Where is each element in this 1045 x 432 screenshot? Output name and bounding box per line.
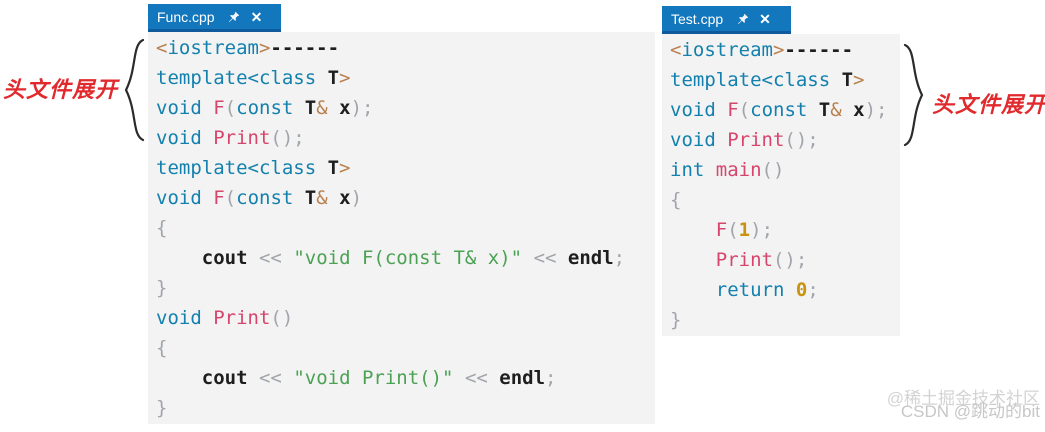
left-curly-brace [116,37,148,143]
code-line: template<class T> [156,67,351,89]
code-line: { [156,217,168,239]
annotation-header-expand-right: 头文件展开 [932,92,1045,118]
pin-icon[interactable] [736,12,749,25]
code-line: { [156,337,168,359]
code-line: return 0; [715,279,819,301]
pin-icon[interactable] [228,10,241,23]
code-line: cout << "void F(const T& x)" << endl; [201,247,626,269]
code-line: } [670,309,682,331]
close-icon[interactable]: ✕ [759,10,771,27]
code-line: <iostream>------ [156,37,340,59]
annotation-header-expand-left: 头文件展开 [3,77,119,103]
watermark-juejin: @稀土掘金技术社区 [886,389,1040,408]
code-line: cout << "void Print()" << endl; [201,367,557,389]
code-line: void F(const T& x); [156,97,374,119]
watermark-csdn: CSDN @跳动的bit [900,402,1040,421]
code-line: Print(); [715,249,808,271]
code-line: { [670,189,682,211]
code-line: void Print() [156,307,294,329]
right-curly-brace [901,42,931,148]
code-line: void Print(); [670,129,819,151]
code-line: void F(const T& x) [156,187,363,209]
code-editor-test-cpp[interactable]: <iostream>------ template<class T> void F(… [662,34,900,336]
code-line: void F(const T& x); [670,99,888,121]
code-line: void Print(); [156,127,305,149]
code-line: template<class T> [156,157,351,179]
code-line: <iostream>------ [670,39,854,61]
code-line: } [156,397,168,419]
tab-test-cpp[interactable]: Test.cpp ✕ [662,6,791,34]
tab-func-label: Func.cpp [157,8,215,25]
code-editor-func-cpp[interactable]: <iostream>------ template<class T> void F(… [148,32,655,424]
code-line: int main() [670,159,785,181]
code-line: template<class T> [670,69,865,91]
code-line: } [156,277,168,299]
tab-test-label: Test.cpp [671,10,724,27]
tab-func-cpp[interactable]: Func.cpp ✕ [148,4,281,32]
code-line: F(1); [715,219,774,241]
close-icon[interactable]: ✕ [250,8,263,25]
